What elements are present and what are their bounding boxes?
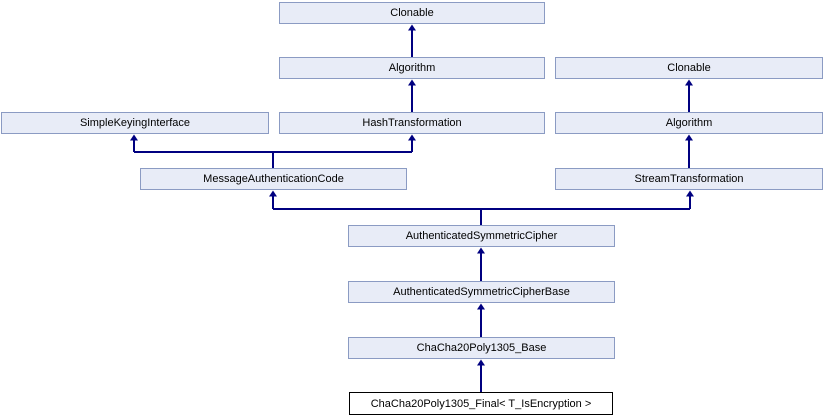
class-node-algorithm-center[interactable]: Algorithm [279, 57, 545, 79]
arrowhead-icon [685, 134, 693, 141]
class-node-authenticated-symmetric-cipher[interactable]: AuthenticatedSymmetricCipher [348, 225, 615, 247]
arrowhead-icon [408, 79, 416, 86]
class-node-clonable-right[interactable]: Clonable [555, 57, 823, 79]
class-node-chacha20poly1305-base[interactable]: ChaCha20Poly1305_Base [348, 337, 615, 359]
edge-message-authentication-code-to-bases [133, 139, 413, 168]
arrowhead-icon [269, 190, 277, 197]
arrowhead-icon [685, 79, 693, 86]
class-node-simple-keying-interface[interactable]: SimpleKeyingInterface [1, 112, 269, 134]
class-node-algorithm-right[interactable]: Algorithm [555, 112, 823, 134]
class-node-clonable-top[interactable]: Clonable [279, 2, 545, 24]
class-node-message-authentication-code[interactable]: MessageAuthenticationCode [140, 168, 407, 190]
arrowhead-icon [477, 247, 485, 254]
class-node-hash-transformation[interactable]: HashTransformation [279, 112, 545, 134]
arrowhead-icon [130, 134, 138, 141]
arrowhead-icon [686, 190, 694, 197]
arrowhead-icon [477, 303, 485, 310]
edge-authenticated-symmetric-cipher-to-bases [272, 196, 691, 225]
arrowhead-icon [408, 134, 416, 141]
class-node-stream-transformation[interactable]: StreamTransformation [555, 168, 823, 190]
arrowhead-icon [477, 359, 485, 366]
class-node-authenticated-symmetric-cipher-base[interactable]: AuthenticatedSymmetricCipherBase [348, 281, 615, 303]
class-node-chacha20poly1305-final: ChaCha20Poly1305_Final< T_IsEncryption > [349, 392, 613, 415]
arrowhead-icon [408, 24, 416, 31]
